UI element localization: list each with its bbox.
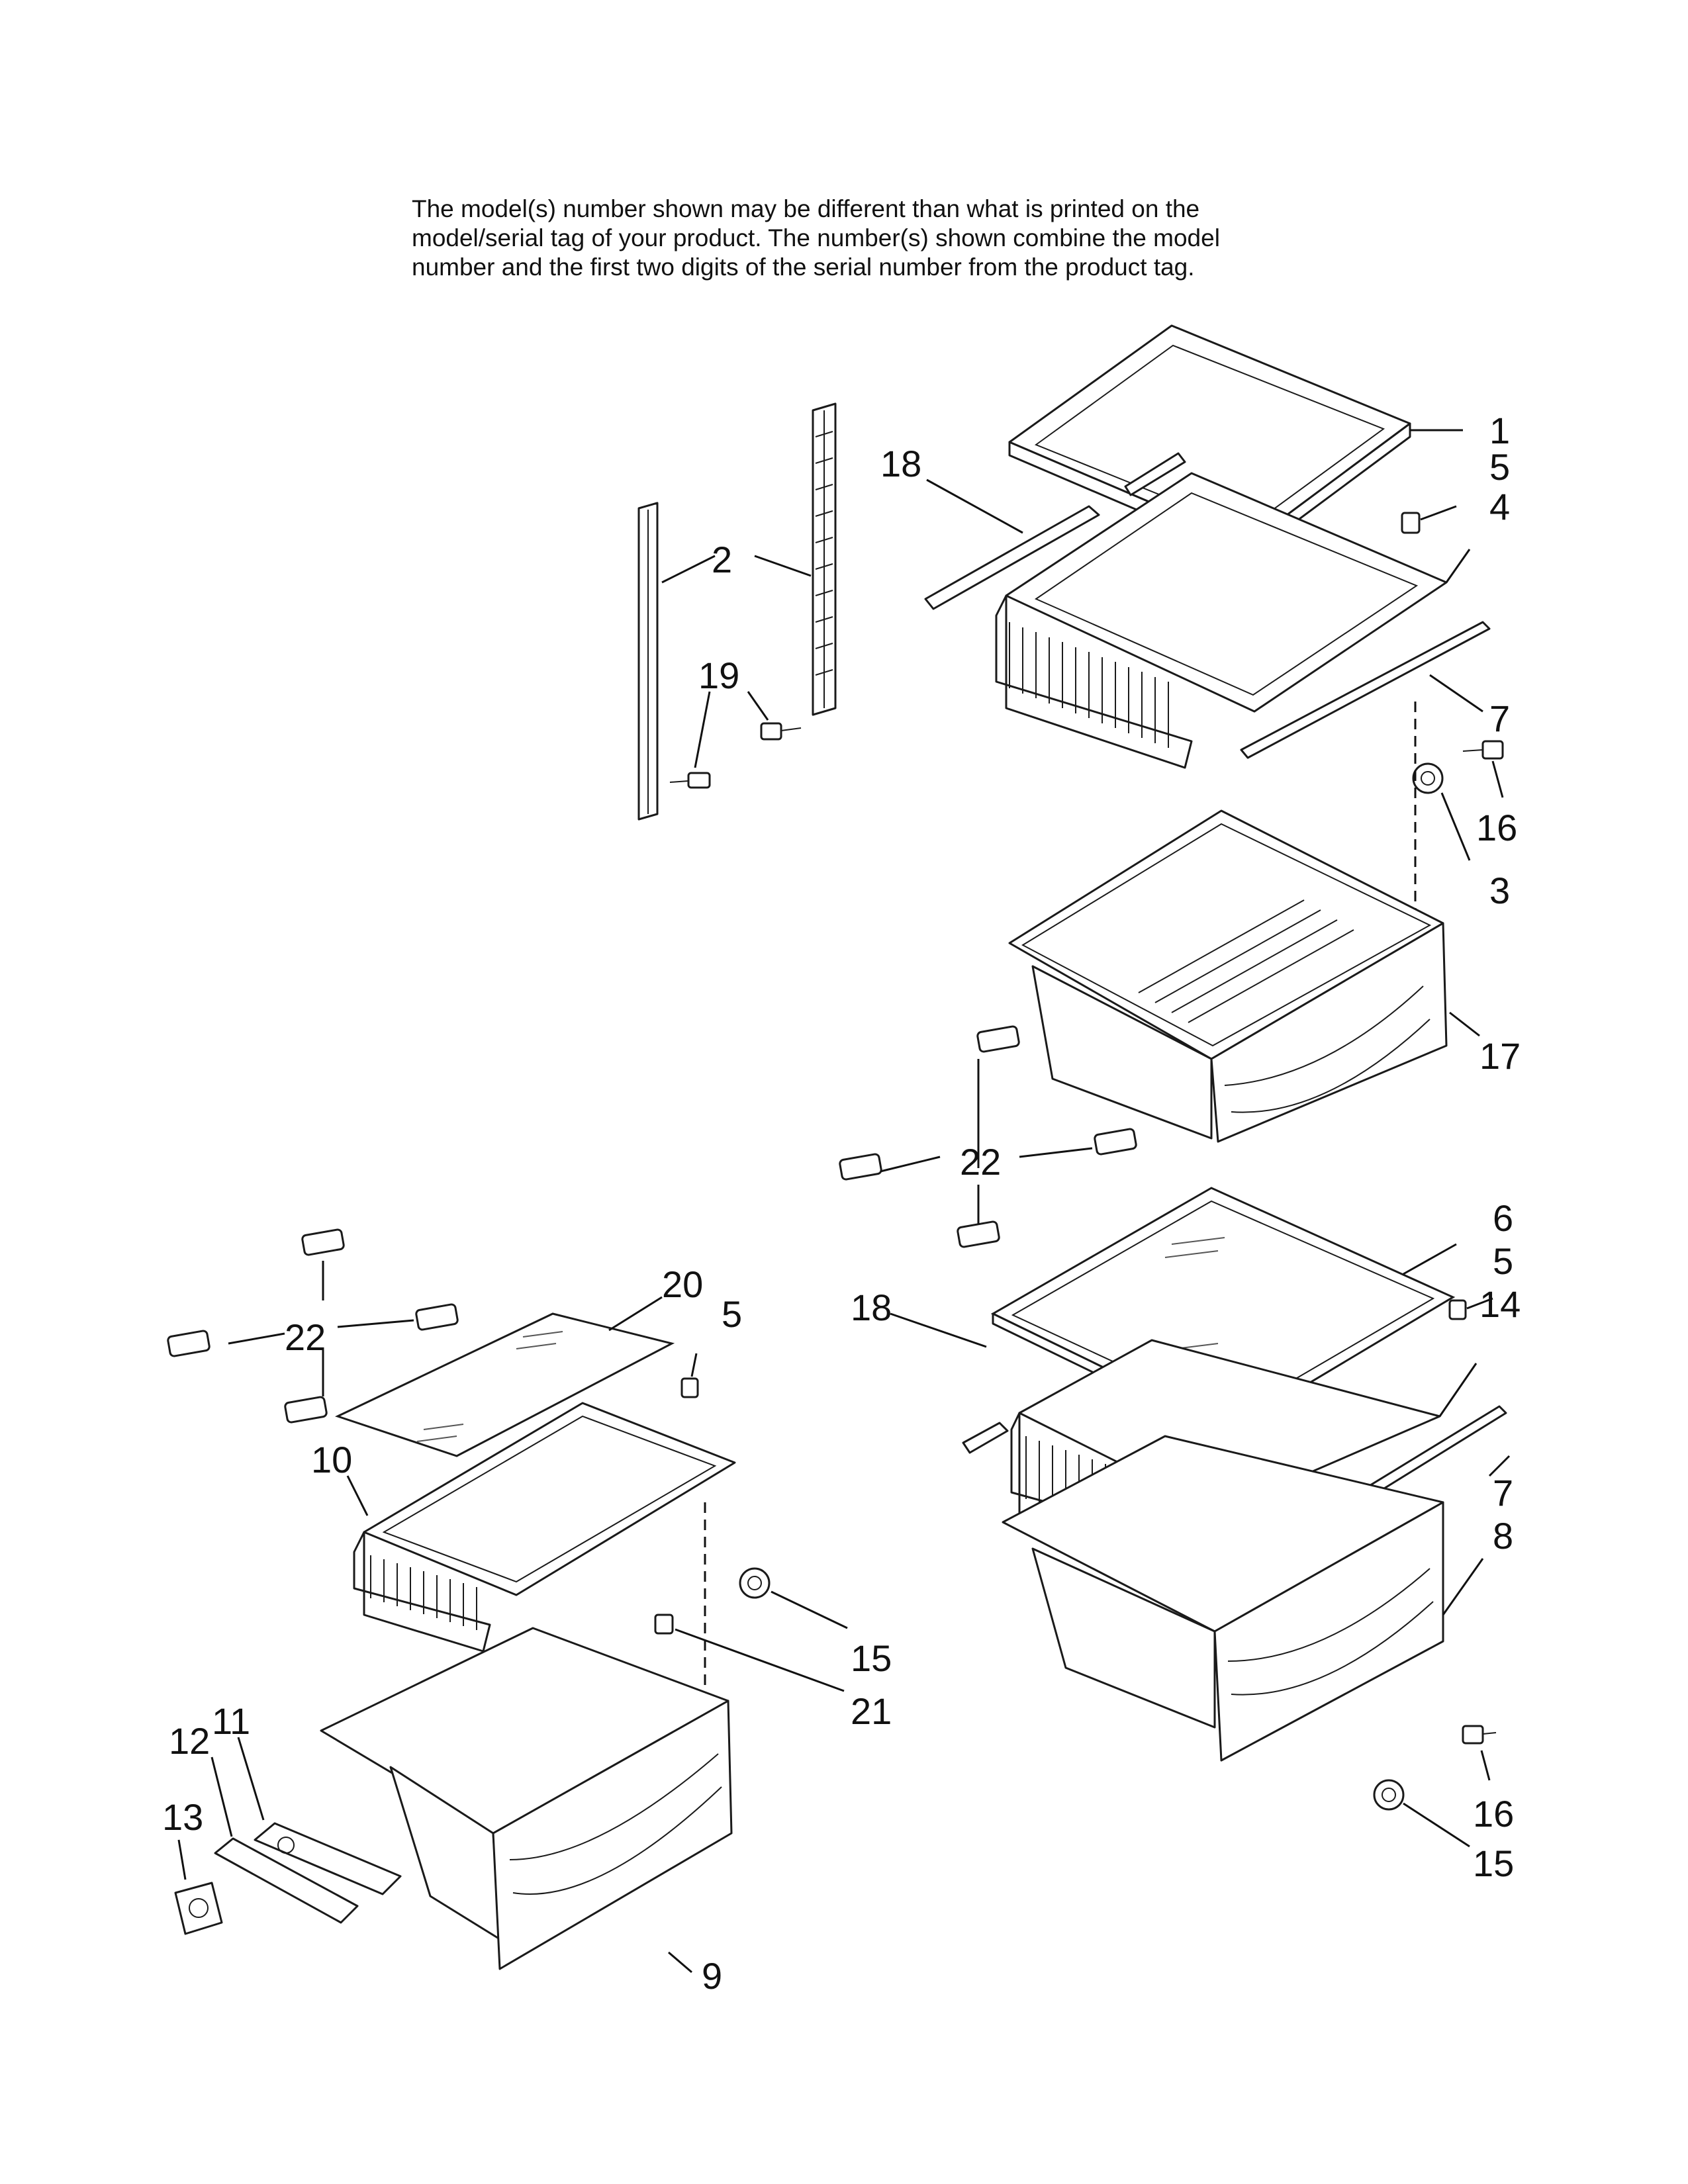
- lower-shelf-rod: [962, 1422, 1009, 1454]
- callout-15-left: 15: [851, 1637, 892, 1679]
- callout-13: 13: [162, 1796, 203, 1838]
- lower-crisper-drawer: [1002, 1435, 1444, 1762]
- callout-22-upper: 22: [960, 1141, 1001, 1183]
- callout-12: 12: [169, 1720, 210, 1762]
- callout-20: 20: [662, 1263, 703, 1305]
- callout-9: 9: [702, 1955, 722, 1997]
- rail-screws: [669, 722, 802, 789]
- left-clip-cluster: [167, 1228, 459, 1424]
- leader-lines: [177, 429, 1511, 1974]
- callout-7-lower: 7: [1493, 1472, 1513, 1514]
- note-line-1: The model(s) number shown may be differe…: [412, 195, 1200, 222]
- shelf-ladder-rails: [637, 402, 837, 821]
- note-line-2: model/serial tag of your product. The nu…: [412, 224, 1220, 251]
- callout-5-upper: 5: [1489, 446, 1510, 488]
- callout-5-left: 5: [722, 1293, 742, 1335]
- callout-1: 1: [1489, 410, 1510, 451]
- callout-21: 21: [851, 1690, 892, 1732]
- callout-17: 17: [1479, 1035, 1521, 1077]
- callout-16-upper: 16: [1476, 807, 1517, 848]
- upper-slide-rail: [1240, 621, 1491, 759]
- callout-2: 2: [712, 539, 732, 580]
- left-deli-drawer: [320, 1627, 733, 1970]
- callout-4: 4: [1489, 486, 1510, 527]
- callout-6: 6: [1493, 1197, 1513, 1239]
- callout-18-lower: 18: [851, 1287, 892, 1328]
- callout-15-lower: 15: [1473, 1843, 1514, 1884]
- upper-roller-and-screw: [1412, 740, 1504, 794]
- callout-14: 14: [1479, 1283, 1521, 1325]
- callout-7-upper: 7: [1489, 698, 1510, 739]
- callout-19: 19: [698, 655, 739, 696]
- deli-control-parts: [174, 1822, 402, 1935]
- callout-3: 3: [1489, 870, 1510, 911]
- model-number-note: The model(s) number shown may be differe…: [412, 195, 1405, 282]
- lower-screw-and-roller: [1373, 1725, 1497, 1811]
- upper-crisper-cover: [995, 472, 1448, 769]
- callout-22-left: 22: [285, 1316, 326, 1358]
- left-roller-and-pin: [654, 1567, 771, 1635]
- callout-16-lower: 16: [1473, 1793, 1514, 1835]
- callout-11: 11: [212, 1700, 250, 1742]
- part-callouts: 1 5 4 18 2 19 7 16 3 17 22 6 5 14 18 7 8…: [162, 410, 1521, 1997]
- note-line-3: number and the first two digits of the s…: [412, 253, 1195, 281]
- left-glass-panel: [334, 1312, 675, 1457]
- callout-10: 10: [311, 1439, 352, 1480]
- callout-5-middle: 5: [1493, 1240, 1513, 1282]
- callout-8: 8: [1493, 1515, 1513, 1557]
- left-crisper-cover: [353, 1402, 736, 1653]
- middle-clip: [1448, 1299, 1467, 1320]
- callout-18-upper: 18: [880, 443, 921, 484]
- upper-clip: [1401, 512, 1421, 534]
- left-clip: [680, 1377, 699, 1398]
- upper-clip-cluster: [839, 1025, 1137, 1248]
- upper-crisper-drawer: [1008, 809, 1448, 1143]
- upper-shelf-rod: [924, 452, 1186, 610]
